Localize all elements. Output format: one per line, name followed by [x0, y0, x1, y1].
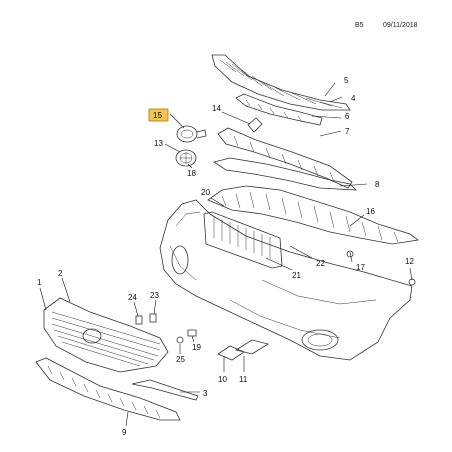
callout-12: 12: [405, 257, 414, 266]
callout-5: 5: [344, 76, 349, 85]
callout-21: 21: [292, 271, 301, 280]
part-7-upper-beam: [217, 127, 353, 189]
callout-19: 19: [192, 343, 201, 352]
highlight-box-15: [148, 108, 169, 122]
callout-16: 16: [366, 207, 375, 216]
callout-25: 25: [176, 355, 185, 364]
callout-1: 1: [37, 278, 42, 287]
callout-9: 9: [122, 428, 127, 437]
part-8-absorber: [213, 157, 358, 191]
part-15-emblem-bracket: [176, 125, 207, 143]
callout-11: 11: [239, 375, 248, 384]
leader-lines: [39, 82, 413, 427]
part-4-upper-absorber: [211, 54, 351, 111]
part-3-trim-strip: [131, 379, 199, 401]
callout-7: 7: [345, 127, 350, 136]
callout-10: 10: [218, 375, 227, 384]
callout-6: 6: [345, 112, 350, 121]
part-13-emblem: [175, 149, 197, 167]
callout-24: 24: [128, 293, 137, 302]
callout-18: 18: [187, 169, 196, 178]
callout-20: 20: [201, 188, 210, 197]
callout-15: 15: [153, 111, 162, 120]
header-date: 09/11/2018: [383, 22, 418, 29]
callout-labels: 1 2 3 4 5 6 7 8 9 10 11 12 13 14 15 16 1…: [37, 76, 414, 437]
callout-3: 3: [203, 389, 208, 398]
part-6-bracket: [235, 93, 323, 126]
part-21-grille-insert: [203, 211, 283, 269]
callout-13: 13: [154, 139, 163, 148]
bumper-fascia: [159, 199, 413, 361]
part-16-lower-absorber: [207, 185, 420, 245]
callout-14: 14: [212, 104, 221, 113]
part-14-clip: [247, 117, 263, 133]
callout-2: 2: [58, 269, 63, 278]
part-9-lower-grille: [35, 357, 181, 421]
callout-23: 23: [150, 291, 159, 300]
header-code: B5: [355, 22, 364, 29]
callout-4: 4: [351, 94, 356, 103]
part-1-upper-grille: [43, 297, 169, 373]
callout-8: 8: [375, 180, 380, 189]
callout-17: 17: [356, 263, 365, 272]
callout-22: 22: [316, 259, 325, 268]
